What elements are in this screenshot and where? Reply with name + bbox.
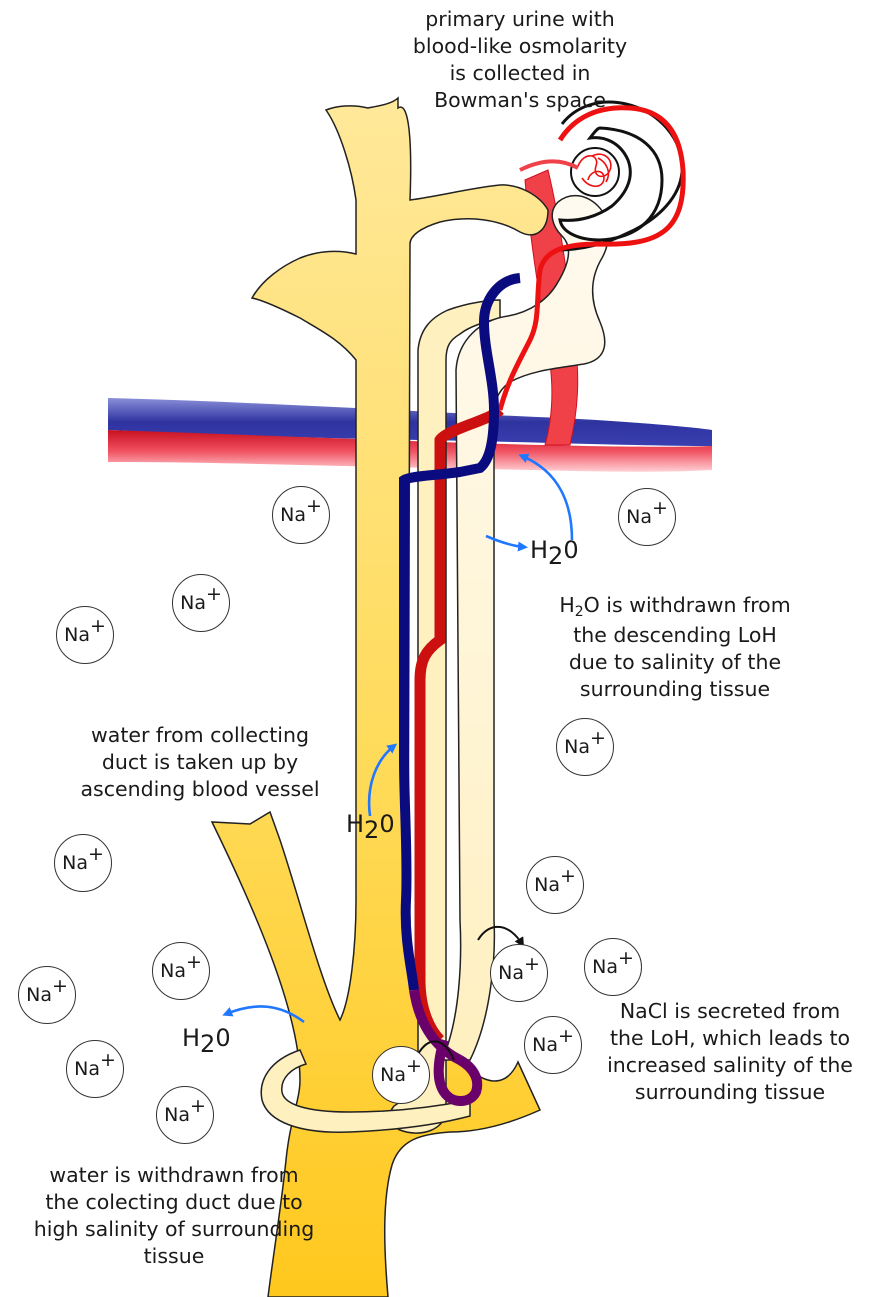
sodium-ion: Na+	[584, 938, 642, 996]
label-withdrawn: water is withdrawn from the colecting du…	[6, 1162, 342, 1270]
sodium-ion: Na+	[524, 1016, 582, 1074]
h2o-label-duct: H20	[182, 1024, 231, 1052]
sodium-ion: Na+	[156, 1086, 214, 1144]
label-collecting-uptake: water from collecting duct is taken up b…	[58, 722, 342, 803]
label-descending: H2O is withdrawn from the descending LoH…	[520, 592, 830, 703]
h2o-label-uptake: H20	[346, 810, 395, 838]
sodium-ion: Na+	[18, 966, 76, 1024]
sodium-ion: Na+	[152, 942, 210, 1000]
sodium-ion: Na+	[272, 486, 330, 544]
sodium-ion: Na+	[172, 574, 230, 632]
sodium-ion: Na+	[490, 944, 548, 1002]
label-bowman: primary urine with blood-like osmolarity…	[400, 6, 640, 114]
sodium-ion: Na+	[66, 1040, 124, 1098]
sodium-ion: Na+	[526, 856, 584, 914]
sodium-ion: Na+	[618, 488, 676, 546]
h2o-label-descending: H20	[530, 536, 579, 564]
sodium-ion: Na+	[54, 834, 112, 892]
sodium-ion: Na+	[56, 606, 114, 664]
sodium-ion: Na+	[556, 718, 614, 776]
afferent-branch	[520, 161, 578, 170]
sodium-ion: Na+	[372, 1046, 430, 1104]
label-nacl: NaCl is secreted from the LoH, which lea…	[580, 998, 880, 1106]
